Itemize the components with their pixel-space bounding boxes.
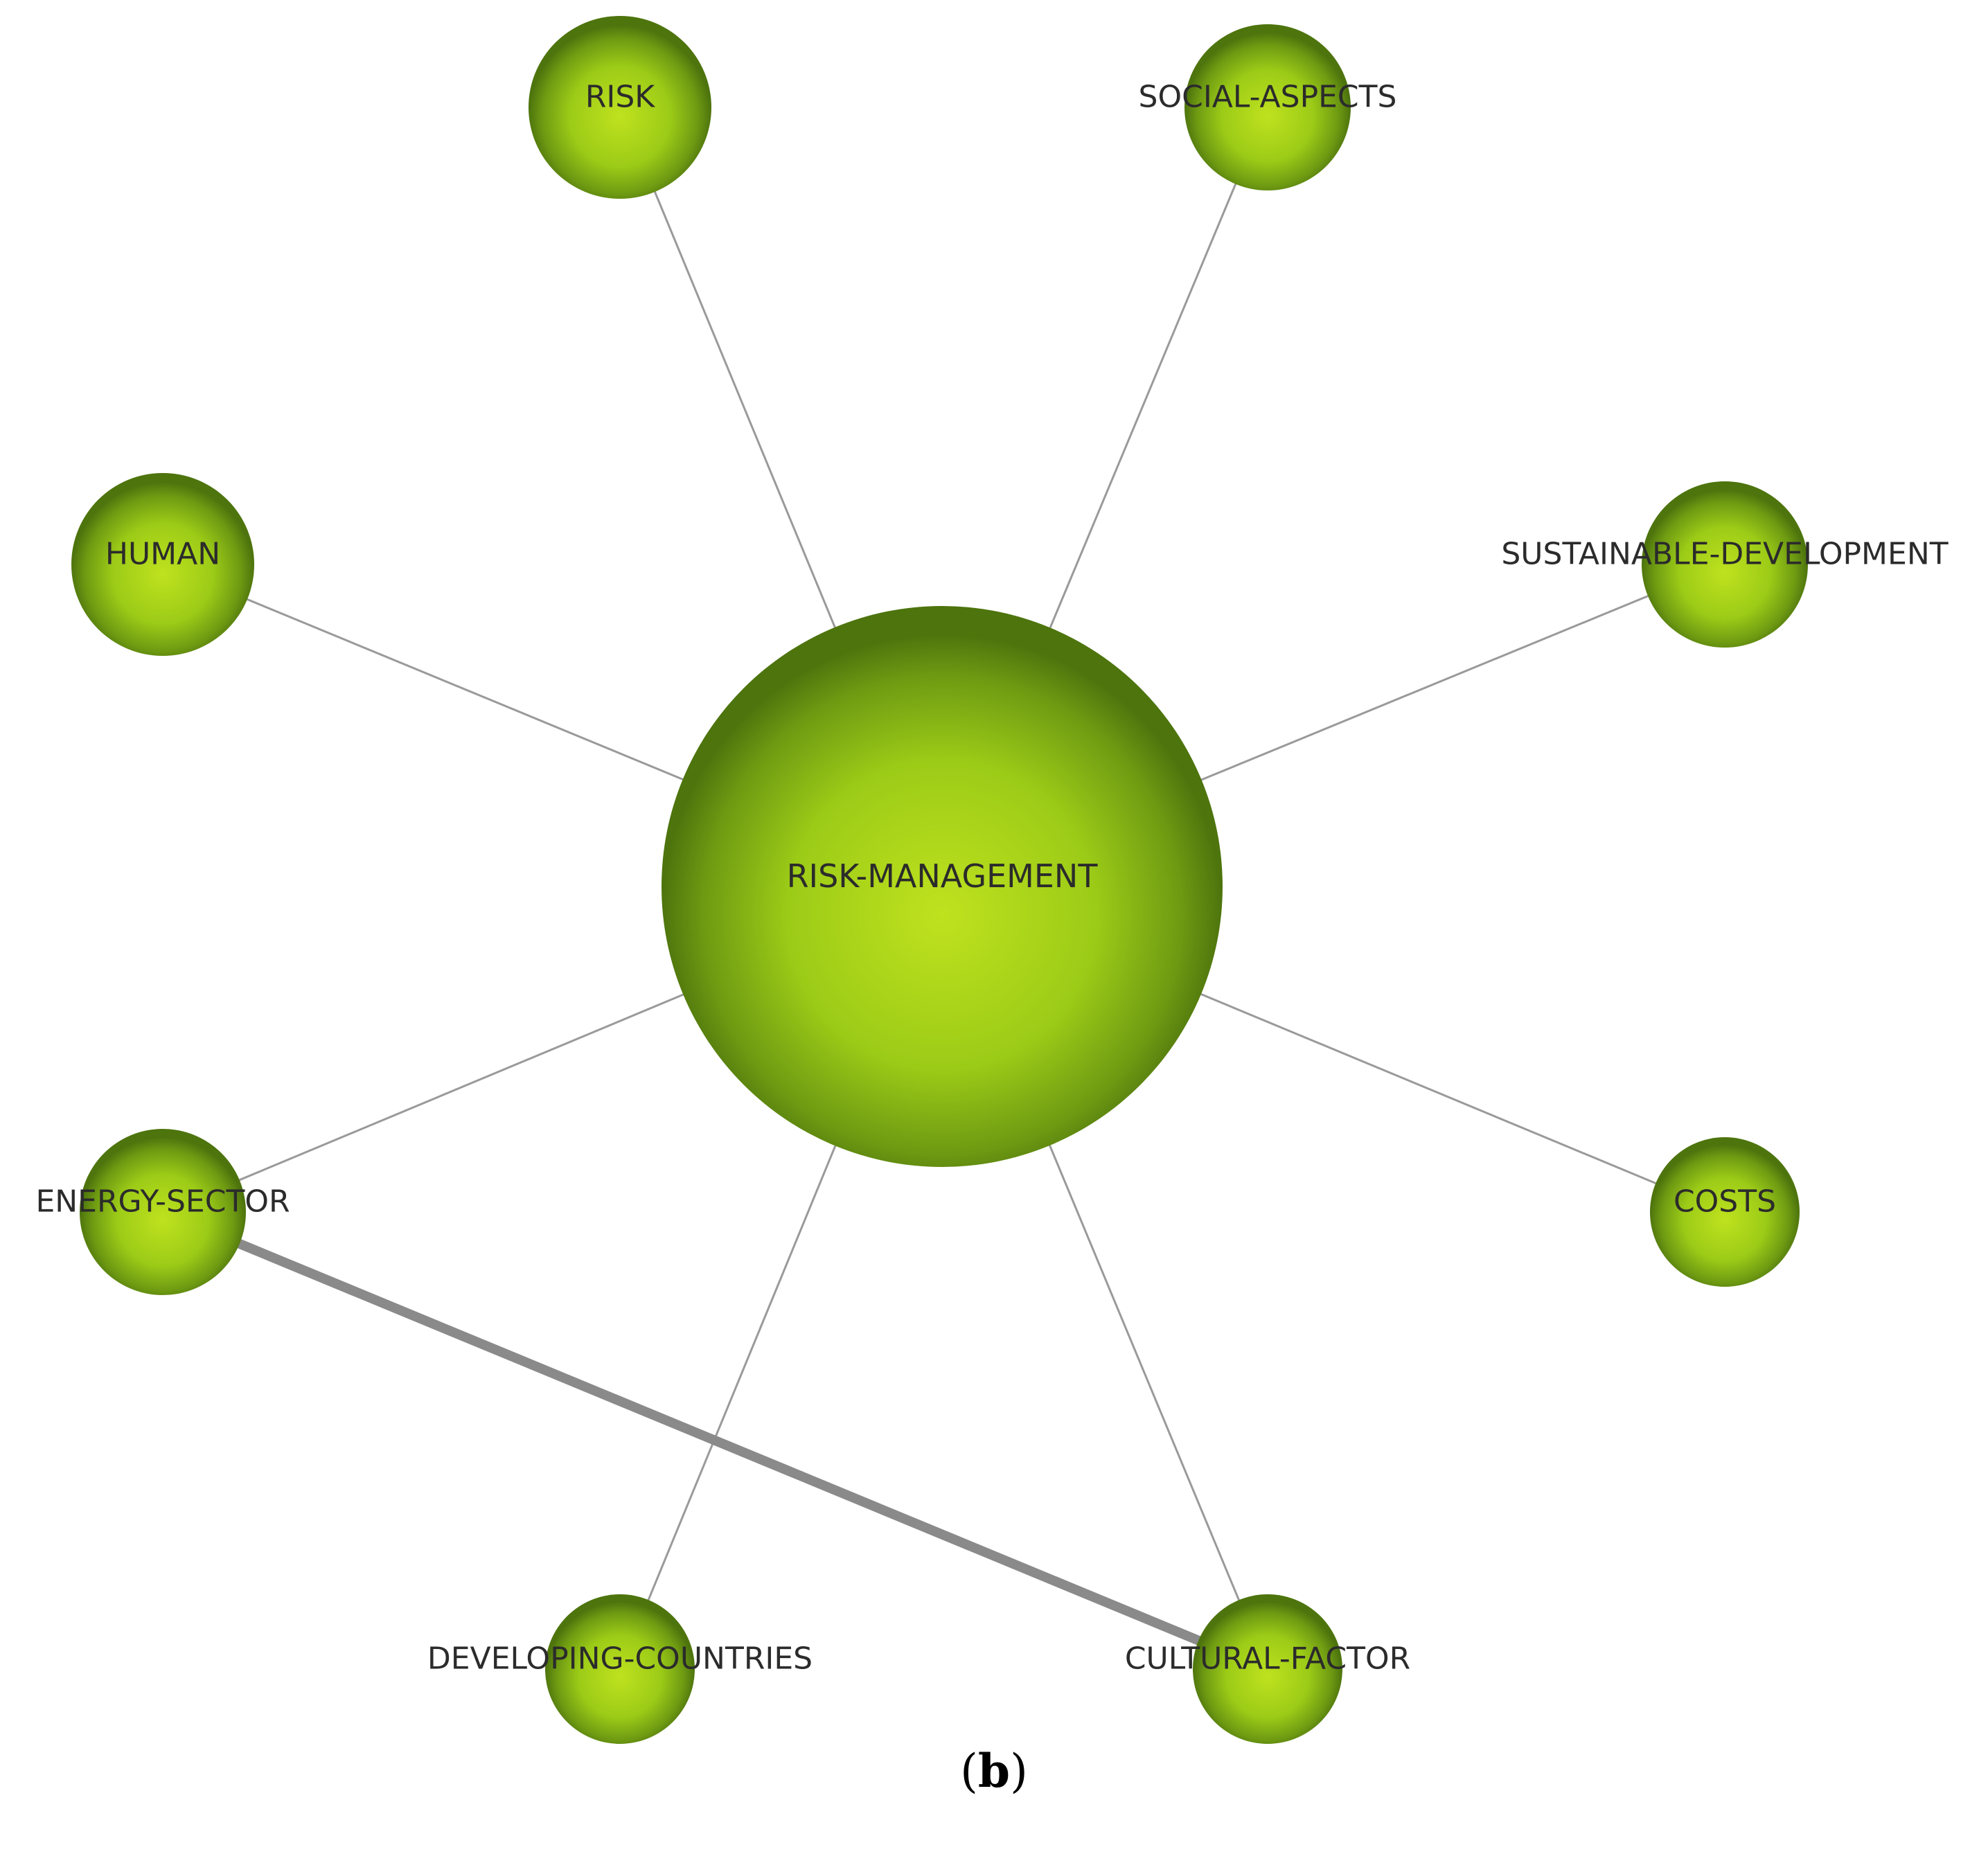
caption-close-paren: ) [1010, 1745, 1028, 1798]
node-sustainable-development [1642, 481, 1808, 648]
node-label-sustainable-development: SUSTAINABLE-DEVELOPMENT [1501, 537, 1948, 572]
node-human [71, 473, 254, 656]
node-label-risk-management: RISK-MANAGEMENT [787, 857, 1099, 895]
node-costs [1650, 1137, 1800, 1287]
node-label-human: HUMAN [105, 537, 220, 572]
nodes-layer [71, 16, 1808, 1744]
node-label-cultural-factor: CULTURAL-FACTOR [1125, 1641, 1410, 1677]
edge-energy-sector-to-cultural-factor [161, 1207, 1270, 1674]
node-label-social-aspects: SOCIAL-ASPECTS [1139, 80, 1397, 115]
caption-letter: b [977, 1744, 1011, 1798]
node-energy-sector [80, 1129, 246, 1295]
node-social-aspects [1184, 24, 1351, 190]
node-developing-countries [545, 1594, 695, 1744]
node-risk [529, 16, 711, 199]
figure-caption: (b) [0, 1744, 1988, 1798]
node-risk-management [662, 606, 1223, 1167]
node-label-developing-countries: DEVELOPING-COUNTRIES [427, 1641, 813, 1677]
node-label-energy-sector: ENERGY-SECTOR [35, 1184, 290, 1220]
node-label-risk: RISK [585, 80, 655, 115]
node-label-costs: COSTS [1674, 1184, 1776, 1220]
caption-open-paren: ( [960, 1745, 978, 1798]
labels-layer: RISK-MANAGEMENT RISK SOCIAL-ASPECTS HUMAN SU… [35, 80, 1948, 1677]
node-cultural-factor [1193, 1594, 1342, 1744]
